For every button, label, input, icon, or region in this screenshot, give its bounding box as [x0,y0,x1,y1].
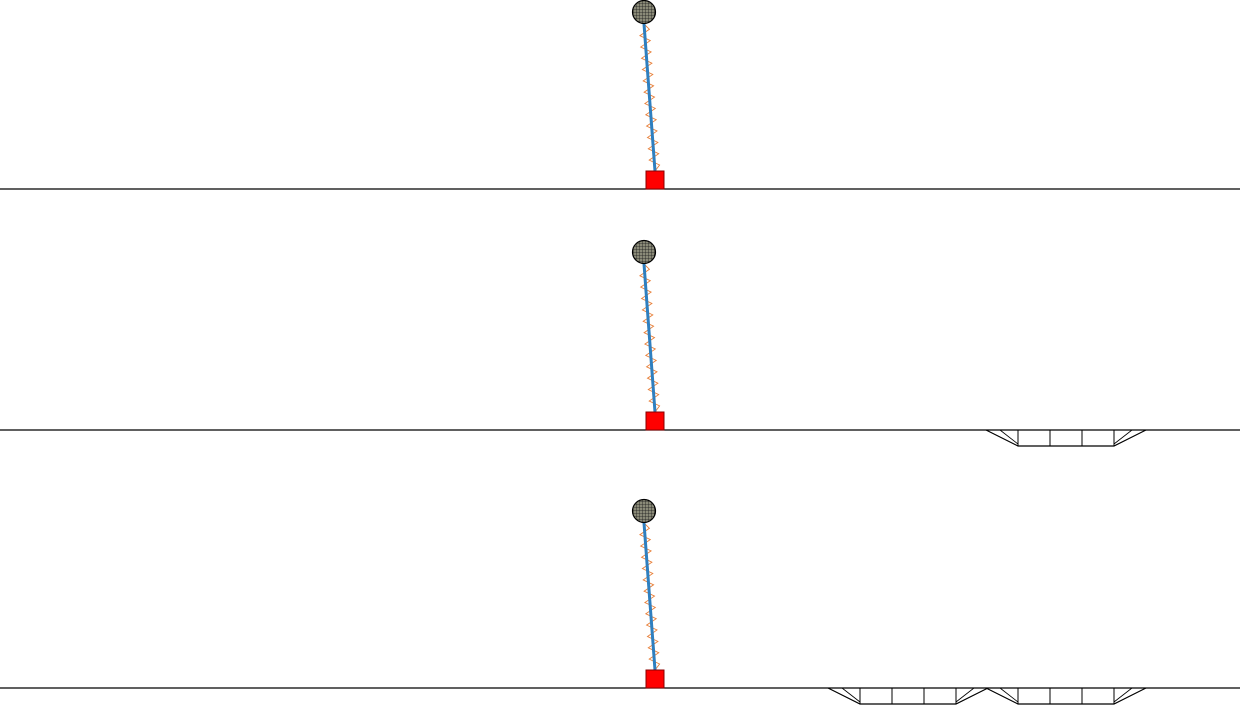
pole [642,22,657,173]
cart [645,411,665,431]
trench-edge [955,687,975,703]
sim-panel [0,498,1240,705]
spring-coil [638,23,661,172]
trench-edge [999,687,1019,703]
sim-panel [0,239,1240,447]
trench-obstacle [827,687,989,705]
sim-panel [0,0,1240,190]
pole [642,262,657,414]
spring-coil [638,263,661,413]
cart [645,669,665,689]
trench-edge [841,687,861,703]
pole-ball [631,498,657,524]
spring-coil [638,522,661,671]
pole [642,521,657,672]
spring [638,263,661,413]
spring [638,522,661,671]
pole-ball [631,0,657,25]
cart [645,170,665,190]
trench-edge [1113,687,1133,703]
trench-edge [1113,429,1133,445]
spring [638,23,661,172]
pole-ball [631,239,657,265]
trench-outline [827,687,989,705]
trench-obstacle [985,429,1147,447]
trench-outline [985,687,1147,705]
trench-obstacle [985,687,1147,705]
trench-outline [985,429,1147,447]
trench-edge [999,429,1019,445]
